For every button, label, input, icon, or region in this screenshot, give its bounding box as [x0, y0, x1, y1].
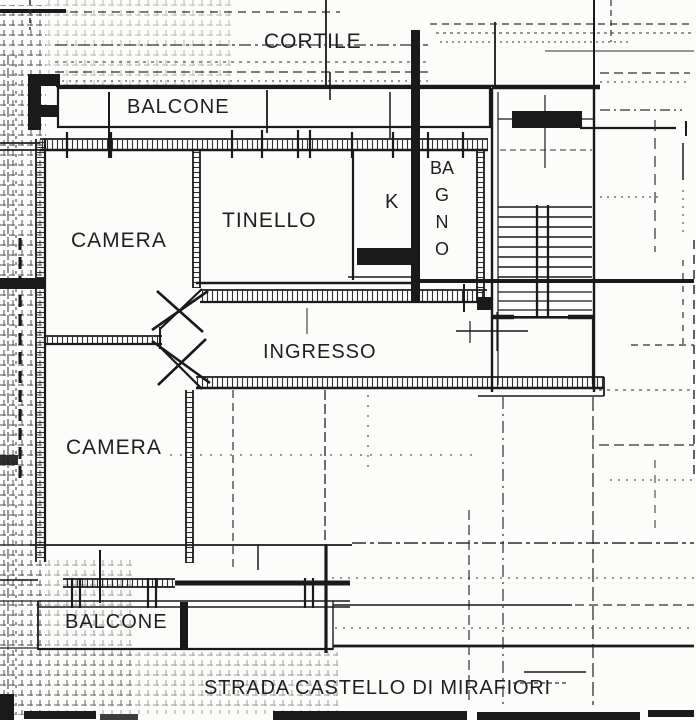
room-label-camera-bottom: CAMERA — [66, 436, 162, 459]
street-label: STRADA CASTELLO DI MIRAFIORI — [204, 677, 551, 699]
window-jambs-south — [70, 578, 315, 608]
staircase — [477, 205, 592, 319]
corner-pillar — [28, 74, 60, 130]
room-label-balcone-bottom: BALCONE — [65, 611, 168, 633]
thick-wall — [411, 30, 420, 302]
room-label-cortile: CORTILE — [264, 30, 362, 53]
room-label-camera-top: CAMERA — [71, 229, 167, 252]
window-jambs-north — [65, 130, 465, 158]
room-label-balcone-top: BALCONE — [127, 96, 230, 118]
room-label-tinello: TINELLO — [222, 209, 317, 232]
room-label-ingresso: INGRESSO — [263, 341, 377, 363]
room-label-kitchen: K — [385, 191, 400, 213]
balcony-top-outline — [56, 86, 492, 129]
south-facade-and-balcony — [30, 544, 694, 653]
scan-edge-bars — [0, 694, 694, 720]
apartment-walls — [28, 30, 694, 563]
door-swing-marks — [151, 289, 211, 386]
kitchen-counter-block — [357, 248, 412, 265]
room-label-bagno: BAGNO — [430, 158, 455, 259]
